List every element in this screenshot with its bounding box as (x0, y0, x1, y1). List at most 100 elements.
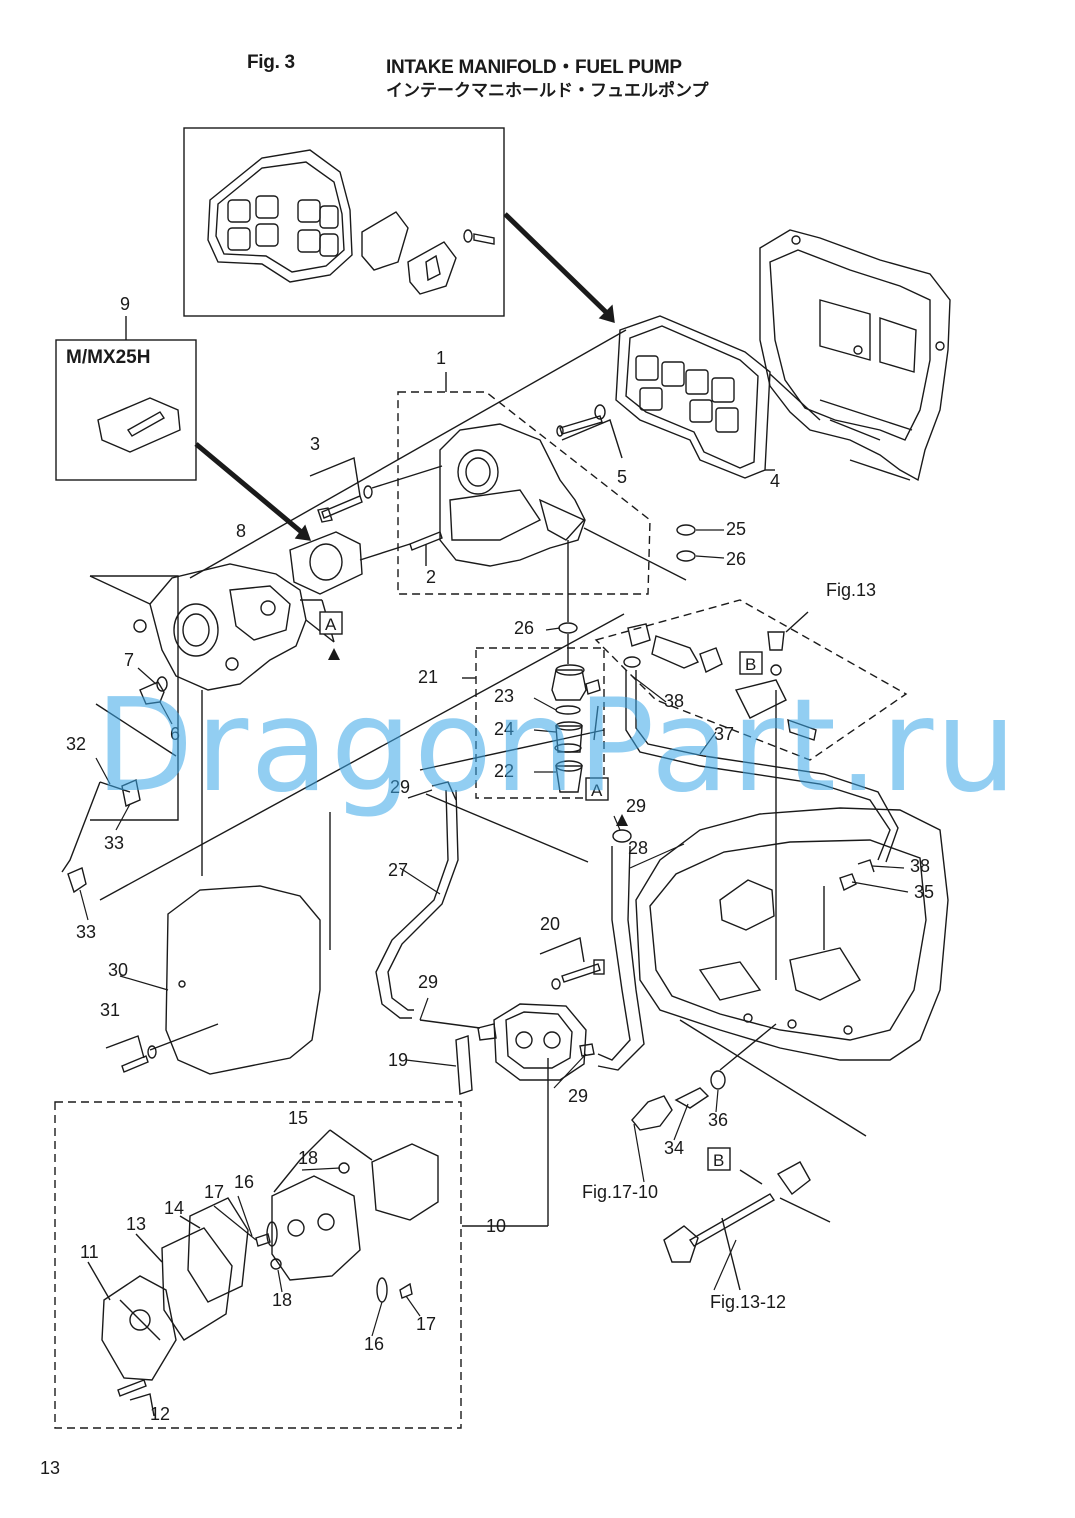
fuel-hose-28 (597, 846, 631, 1061)
label-26: 26 (514, 618, 534, 638)
fuel-pump-icon (477, 1003, 595, 1081)
intake-manifold-icon (439, 423, 586, 567)
label-37: 37 (714, 724, 734, 744)
fuel-hose-27 (375, 789, 449, 1019)
carburetor-icon (133, 563, 307, 691)
label-17: 17 (416, 1314, 436, 1334)
fuel-connector-icon (627, 623, 817, 741)
pump-bracket-icon (455, 1035, 473, 1095)
pump-cover-icon (101, 1275, 177, 1381)
fuel-pump-exploded-box (54, 1101, 462, 1429)
fig-17-10-reference: Fig.17-10 (582, 1182, 658, 1202)
check-valve-icon (376, 1277, 388, 1303)
nut-icon (270, 1258, 282, 1270)
label-14: 14 (164, 1198, 184, 1218)
reed-screw-icon (463, 229, 495, 245)
nut-icon (839, 873, 857, 891)
pump-body-icon (271, 1175, 361, 1281)
reed-valve-plate-icon (207, 149, 353, 283)
label-17: 17 (204, 1182, 224, 1202)
fuel-filter-dashed-box (475, 647, 605, 799)
label-6: 6 (170, 724, 180, 744)
grommet-icon (776, 1161, 811, 1196)
hose-clip-icon (612, 829, 632, 843)
label-31: 31 (100, 1000, 120, 1020)
label-18: 18 (298, 1148, 318, 1168)
link-rod-icon (61, 781, 131, 873)
box-tag-a2: A (585, 777, 609, 801)
svg-text:A: A (325, 615, 337, 634)
label-33: 33 (76, 922, 96, 942)
label-12: 12 (150, 1404, 170, 1424)
valve-cover-icon (371, 1143, 439, 1221)
label-27: 27 (388, 860, 408, 880)
hose-clip-icon (623, 656, 641, 668)
variant-model-label: M/MX25H (66, 347, 150, 368)
svg-text:B: B (713, 1151, 724, 1170)
tank-tool-icon (689, 1193, 775, 1247)
fig-13-12-reference: Fig.13-12 (710, 1292, 786, 1312)
bottom-cowl-icon (635, 807, 949, 1061)
fuel-tank-cap-icon (663, 1225, 699, 1263)
label-29: 29 (418, 972, 438, 992)
screw-icon (255, 1233, 271, 1247)
screw-icon (399, 1282, 413, 1299)
label-33: 33 (104, 833, 124, 853)
cover-screw-icon (121, 1045, 157, 1073)
svg-text:B: B (745, 655, 756, 674)
label-35: 35 (914, 882, 934, 902)
label-23: 23 (494, 686, 514, 706)
label-11: 11 (80, 1242, 99, 1262)
blanking-plate-icon (97, 397, 181, 453)
bolt-washer-icon (556, 404, 606, 437)
label-5: 5 (617, 467, 627, 487)
box-tag-a1: A (319, 611, 343, 635)
box-tag-b1: B (739, 651, 763, 675)
figure-title: INTAKE MANIFOLD・FUEL PUMP (386, 57, 682, 78)
label-36: 36 (708, 1110, 728, 1130)
stud-icon (409, 531, 443, 551)
o-ring-icon (558, 622, 578, 634)
label-15: 15 (288, 1108, 308, 1128)
fuel-filter-icon (551, 664, 601, 793)
label-8: 8 (236, 521, 246, 541)
label-16: 16 (234, 1172, 254, 1192)
label-10: 10 (486, 1216, 506, 1236)
label-3: 3 (310, 434, 320, 454)
reed-petal-icon (361, 211, 409, 271)
nut-icon (338, 1162, 350, 1174)
label-16: 16 (364, 1334, 384, 1354)
fig-13-reference: Fig.13 (826, 580, 876, 600)
svg-text:A: A (591, 781, 603, 800)
gasket-icon (187, 1197, 249, 1303)
reed-valve-inset-box (183, 127, 505, 317)
label-21: 21 (418, 667, 438, 687)
label-4: 4 (770, 471, 780, 491)
cylinder-block-icon (759, 229, 951, 482)
reed-stopper-icon (407, 241, 457, 295)
label-38: 38 (664, 691, 684, 711)
watermark-text: DragonPart.ru (95, 672, 1019, 821)
fuel-hose-37 (625, 670, 891, 861)
label-38: 38 (910, 856, 930, 876)
label-9: 9 (120, 294, 130, 314)
spark-plug-icon (631, 1095, 673, 1131)
label-26: 26 (726, 549, 746, 569)
silencer-cover-icon (149, 885, 321, 1075)
label-30: 30 (108, 960, 128, 980)
manifold-gasket-icon (615, 315, 771, 479)
label-7: 7 (124, 650, 134, 670)
hose-clip-icon (431, 781, 457, 801)
label-29: 29 (568, 1086, 588, 1106)
spark-plug-icon (674, 1087, 710, 1109)
tank-connector-dashed-box (594, 599, 908, 761)
diaphragm-icon (161, 1227, 233, 1341)
box-tag-b2: B (707, 1147, 731, 1171)
figure-number: Fig. 3 (247, 52, 295, 73)
label-22: 22 (494, 761, 514, 781)
label-1: 1 (436, 348, 446, 368)
pump-bolt-icon (551, 959, 605, 990)
washer-icon (676, 550, 696, 562)
label-19: 19 (388, 1050, 408, 1070)
